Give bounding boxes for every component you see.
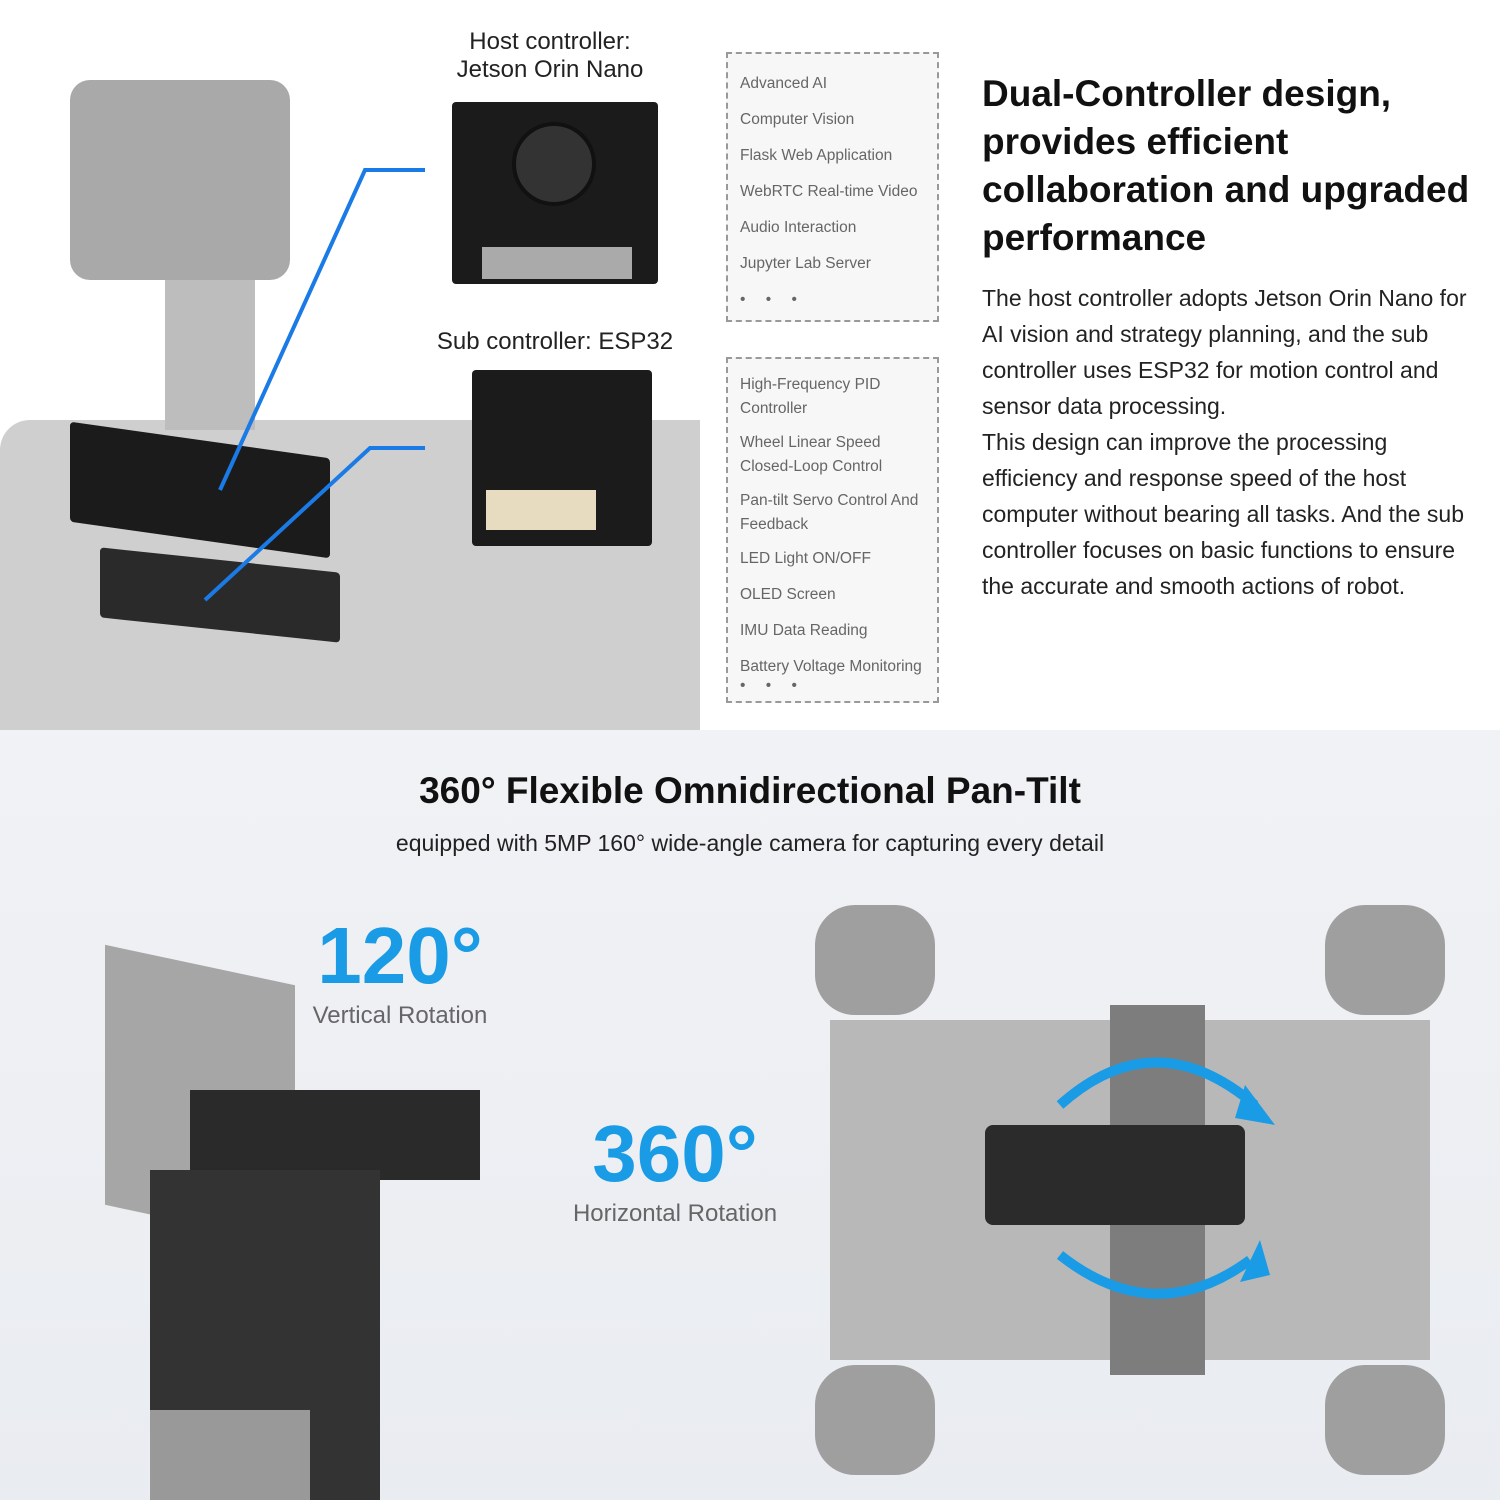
host-controller-label: Host controller: Jetson Orin Nano: [420, 28, 680, 84]
vertical-rotation-value: 120°: [317, 911, 483, 1000]
description-para1: The host controller adopts Jetson Orin N…: [982, 285, 1467, 419]
feature-item: WebRTC Real-time Video: [740, 183, 918, 200]
feature-item: LED Light ON/OFF: [740, 550, 871, 567]
host-label-line1: Host controller:: [469, 28, 631, 55]
sub-label-prefix: Sub controller:: [436, 328, 599, 355]
host-features-box: Advanced AI Computer Vision Flask Web Ap…: [726, 52, 939, 322]
feature-item: IMU Data Reading: [740, 622, 868, 639]
callout-lines: [203, 168, 425, 602]
horizontal-rotation-label: Horizontal Rotation: [572, 1200, 778, 1227]
right-text-column: Dual-Controller design, provides efficie…: [982, 70, 1482, 604]
feature-item: OLED Screen: [740, 586, 836, 603]
ellipsis: • • •: [740, 677, 805, 694]
esp32-board-image: [472, 370, 652, 546]
pan-tilt-title: 360° Flexible Omnidirectional Pan-Tilt: [419, 770, 1081, 811]
pan-tilt-section: 360° Flexible Omnidirectional Pan-Tilt e…: [0, 730, 1500, 1500]
sub-features-box: High-Frequency PID Controller Wheel Line…: [726, 357, 939, 703]
horizontal-rotation-value: 360°: [592, 1109, 758, 1198]
pan-tilt-image: [0, 944, 520, 1500]
description: The host controller adopts Jetson Orin N…: [982, 280, 1482, 604]
vertical-rotation-label: Vertical Rotation: [312, 1002, 488, 1029]
description-para2: This design can improve the processing e…: [982, 429, 1465, 599]
feature-item: Advanced AI: [740, 75, 828, 92]
ellipsis: • • •: [740, 291, 805, 308]
feature-item: High-Frequency PID Controller: [740, 376, 881, 417]
jetson-board-image: [452, 102, 658, 284]
pan-tilt-subtitle: equipped with 5MP 160° wide-angle camera…: [395, 830, 1105, 856]
feature-item: Flask Web Application: [740, 147, 893, 164]
feature-item: Wheel Linear Speed Closed-Loop Control: [740, 434, 883, 475]
feature-item: Battery Voltage Monitoring: [740, 658, 922, 675]
vertical-rotation: 120° Vertical Rotation: [300, 910, 500, 1030]
host-label-line2: Jetson Orin Nano: [456, 56, 644, 83]
rotation-arrows: [1056, 1057, 1275, 1299]
feature-item: Audio Interaction: [740, 219, 857, 236]
dual-controller-section: Host controller: Jetson Orin Nano Sub co…: [0, 0, 1500, 730]
section-heading: Dual-Controller design, provides efficie…: [982, 73, 1470, 258]
feature-item: Computer Vision: [740, 111, 855, 128]
feature-item: Pan-tilt Servo Control And Feedback: [740, 492, 919, 533]
horizontal-rotation: 360° Horizontal Rotation: [560, 1108, 790, 1228]
robot-top-view-image: [815, 890, 1455, 1490]
feature-item: Jupyter Lab Server: [740, 255, 871, 272]
sub-label-name: ESP32: [598, 328, 674, 355]
sub-controller-label: Sub controller: ESP32: [415, 328, 695, 356]
